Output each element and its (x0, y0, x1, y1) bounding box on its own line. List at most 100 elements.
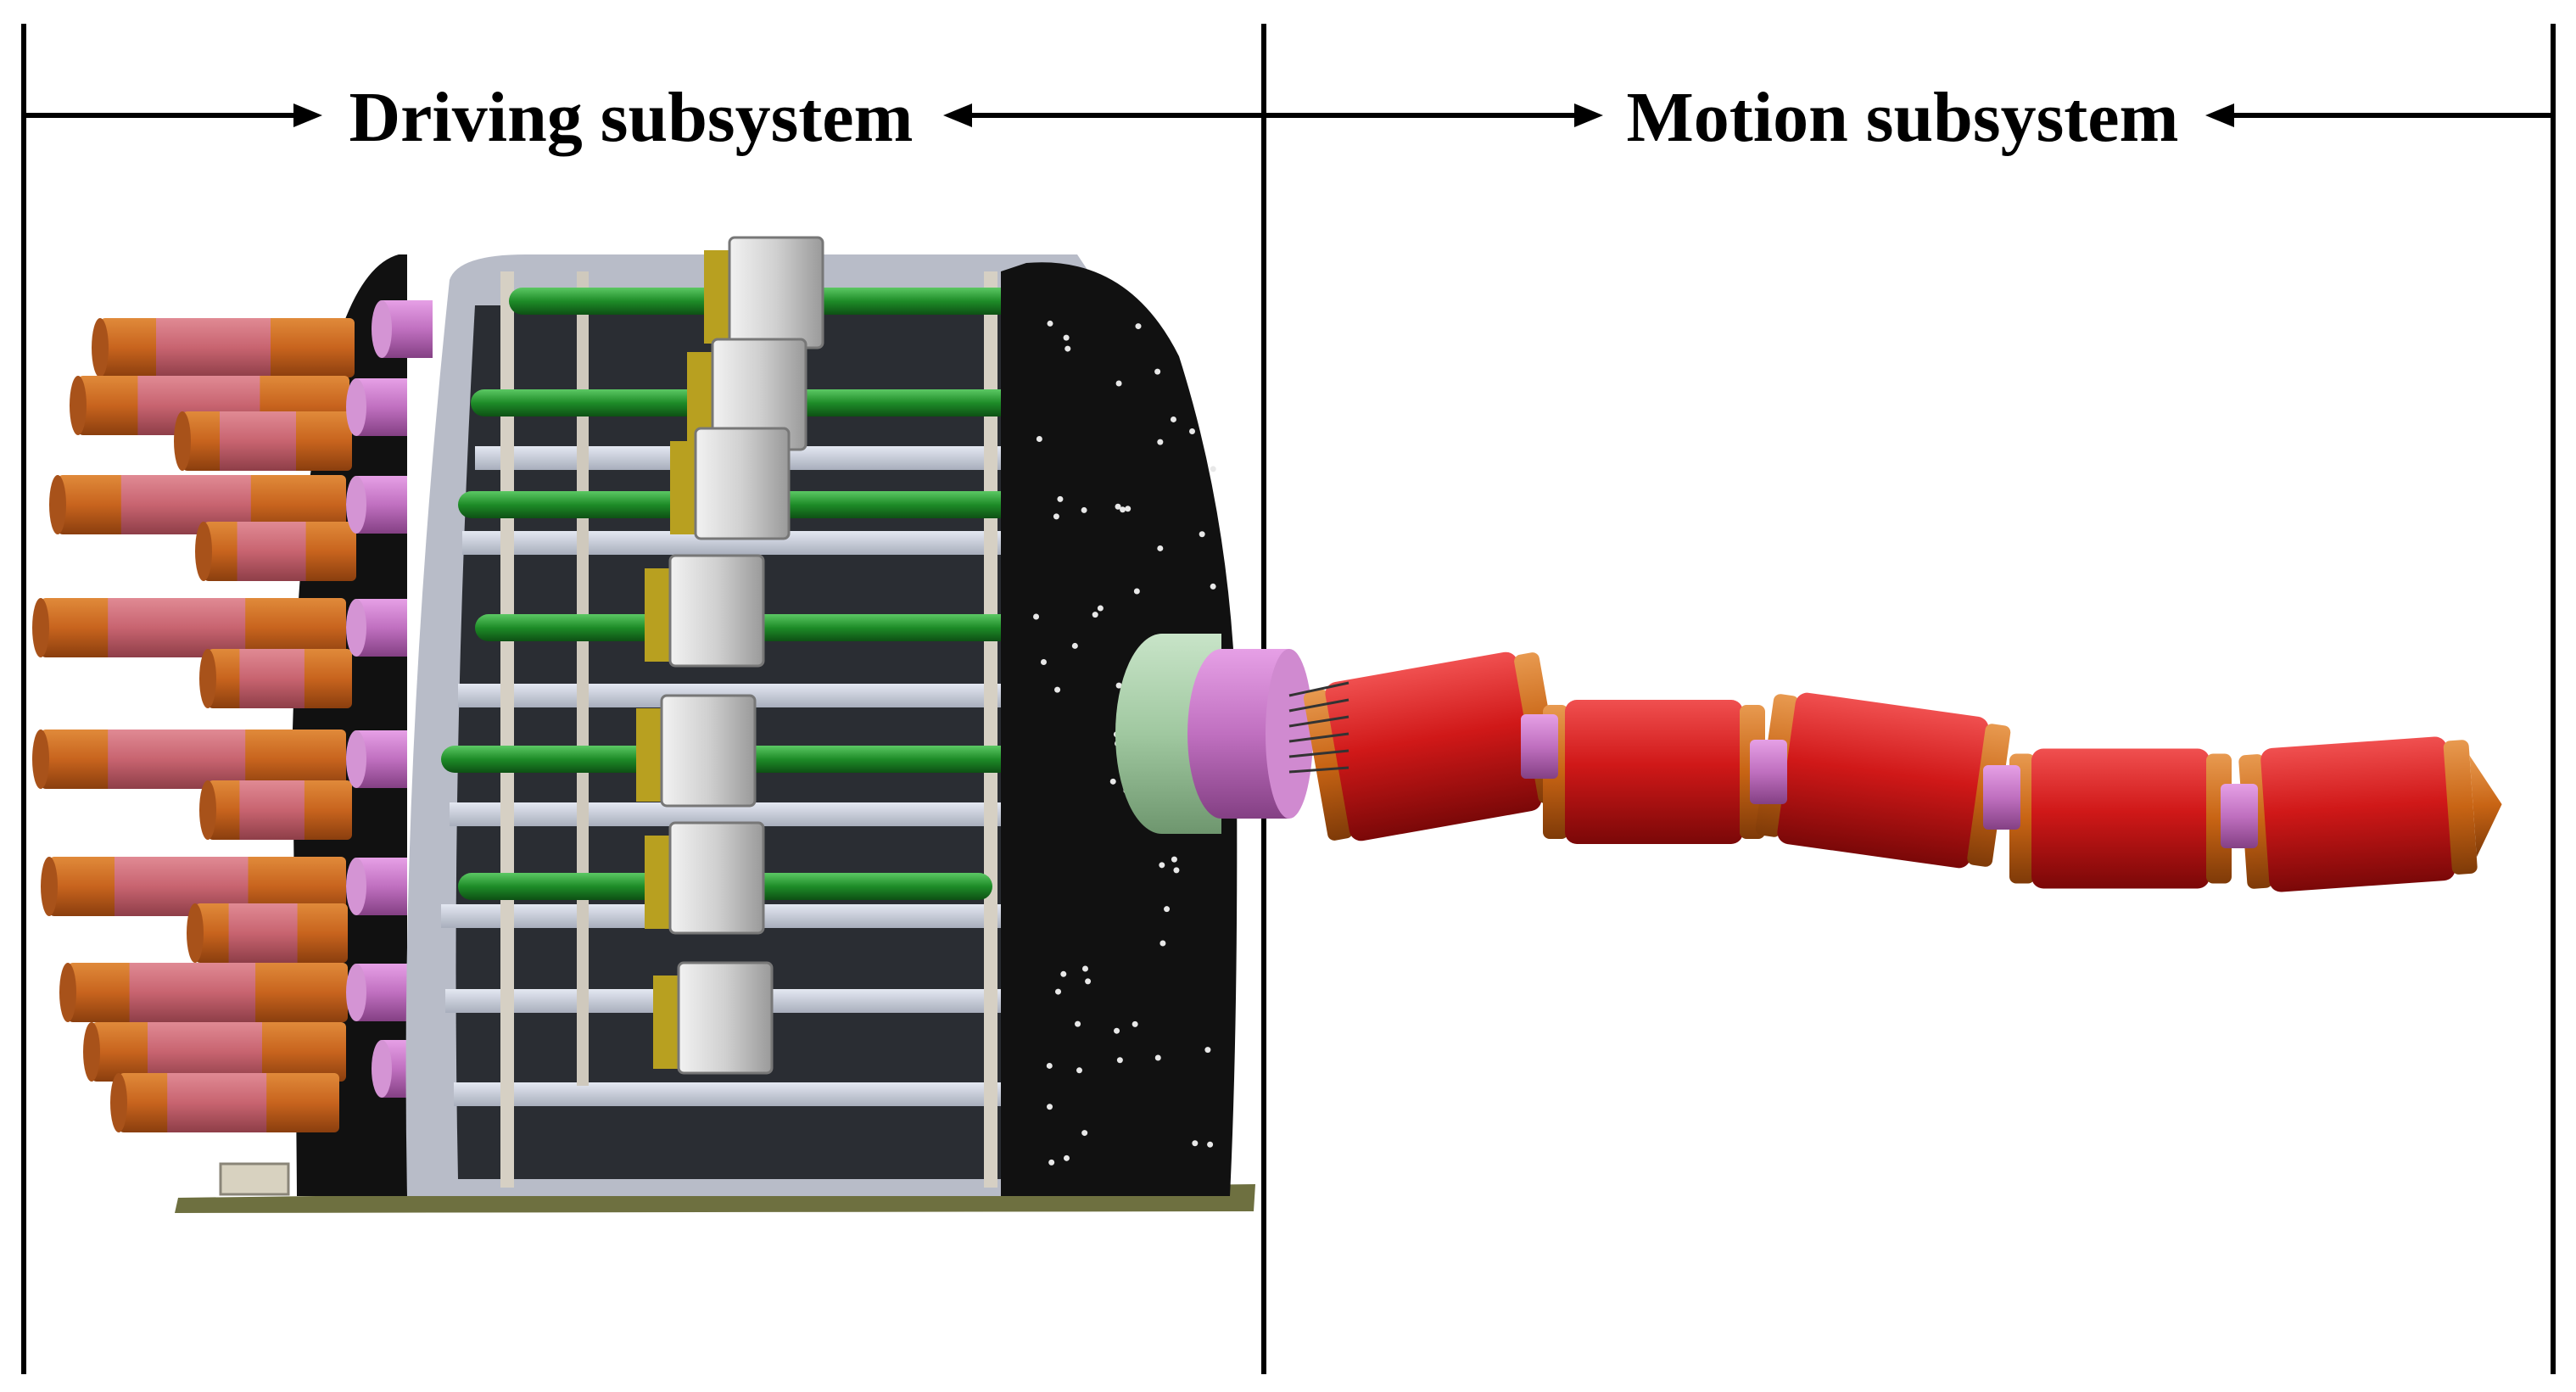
disk-hole (1189, 428, 1196, 435)
motor-end-cap (32, 730, 49, 789)
disk-hole (1210, 466, 1216, 472)
disk-hole (1157, 439, 1164, 445)
carriage-block (668, 821, 765, 935)
disk-hole (1132, 1020, 1138, 1027)
motor-band (108, 598, 246, 657)
motor-band (237, 522, 306, 581)
link-body (2260, 736, 2456, 892)
motor-band (239, 649, 305, 708)
motor-band (228, 903, 298, 963)
coupler-violet-face (1266, 649, 1313, 819)
driving-arrow-right-head (943, 103, 972, 127)
disk-hole (1115, 503, 1121, 510)
tendon-cable (1288, 749, 1349, 758)
disk-hole (1053, 513, 1059, 520)
snake-link (1543, 700, 1765, 844)
disk-hole (1199, 531, 1205, 538)
rear-pulley-face (346, 730, 366, 788)
disk-hole (1036, 436, 1042, 443)
driving-unit-illustration (32, 236, 1313, 1213)
disk-hole (1097, 605, 1104, 612)
snake-link (2009, 748, 2232, 889)
motor-band (239, 780, 305, 840)
dimension-lines (21, 24, 2556, 1374)
tendon-cable (1288, 681, 1349, 697)
disk-hole (1054, 686, 1061, 693)
disk-hole (1171, 856, 1177, 863)
disk-hole (1159, 940, 1166, 947)
disk-hole (1173, 867, 1180, 874)
disk-hole (1192, 1140, 1199, 1147)
disk-hole (1076, 1067, 1083, 1074)
motion-arrow-left-head (1574, 103, 1603, 127)
link-flange-left (1303, 689, 1353, 841)
motor-end-cap (187, 903, 204, 963)
tendon-cable (1288, 698, 1349, 713)
carriage-block (660, 694, 757, 808)
motor-band (108, 730, 246, 789)
disk-hole (1120, 506, 1126, 513)
disk-hole (1081, 1130, 1088, 1137)
disk-hole (1063, 1154, 1070, 1161)
disk-hole (1204, 1047, 1211, 1054)
motor-end-cap (70, 376, 87, 435)
disk-hole (1133, 588, 1140, 595)
disk-hole (1092, 612, 1098, 618)
disk-hole (1055, 988, 1062, 995)
disk-hole (1164, 906, 1171, 913)
motor-band (148, 1022, 262, 1082)
disk-hole (1046, 1062, 1053, 1069)
tendon-cable (1288, 715, 1349, 728)
disk-hole (1085, 978, 1092, 985)
rear-pulley-face (346, 964, 366, 1021)
link-body (1777, 692, 1989, 869)
disk-hole (1125, 506, 1132, 512)
carriage-block (694, 427, 791, 540)
link-flange-right (2443, 740, 2478, 875)
motion-snake-illustration (1288, 651, 2502, 892)
rear-pulley-face (346, 599, 366, 657)
disk-hole (1109, 778, 1116, 785)
tendon-cables (1288, 681, 1349, 774)
disk-hole (1064, 345, 1071, 352)
rear-pulley-face (346, 858, 366, 915)
carriage-block (677, 961, 774, 1075)
disk-hole (1157, 545, 1164, 551)
disk-hole (1075, 1020, 1081, 1027)
motion-subsystem-label: Motion subsystem (1626, 78, 2178, 157)
snake-joint (1521, 714, 1558, 779)
disk-hole (1047, 320, 1053, 327)
motor-end-cap (174, 411, 191, 471)
disk-hole (1116, 1057, 1123, 1064)
carriage-block (728, 236, 824, 349)
motor-band (167, 1073, 267, 1132)
rear-pulley-face (372, 300, 392, 358)
disk-hole (1170, 416, 1176, 422)
base-foot (219, 1162, 290, 1196)
disk-hole (1063, 334, 1070, 341)
snake-link (1755, 692, 2011, 869)
disk-hole (1154, 1054, 1161, 1061)
disk-hole (1115, 380, 1122, 387)
disk-hole (1048, 1159, 1055, 1166)
driving-subsystem-label: Driving subsystem (349, 78, 913, 157)
motor-end-cap (41, 857, 58, 916)
disk-hole (1115, 682, 1122, 689)
disk-hole (1040, 659, 1047, 666)
rear-pulley-column (346, 300, 433, 1098)
disk-hole (1207, 1141, 1214, 1148)
rear-pulley-face (346, 476, 366, 534)
motor-end-cap (92, 318, 109, 377)
disk-hole (1081, 506, 1087, 513)
disk-hole (1057, 495, 1064, 502)
disk-hole (1159, 862, 1165, 869)
snake-joint (1983, 765, 2020, 830)
snake-link (2238, 736, 2502, 892)
rear-pulley-face (372, 1040, 392, 1098)
motor-end-cap (59, 963, 76, 1022)
disk-hole (1033, 613, 1040, 620)
slider-carriages (636, 236, 824, 1075)
motor-end-cap (110, 1073, 127, 1132)
motor-end-cap (199, 649, 216, 708)
